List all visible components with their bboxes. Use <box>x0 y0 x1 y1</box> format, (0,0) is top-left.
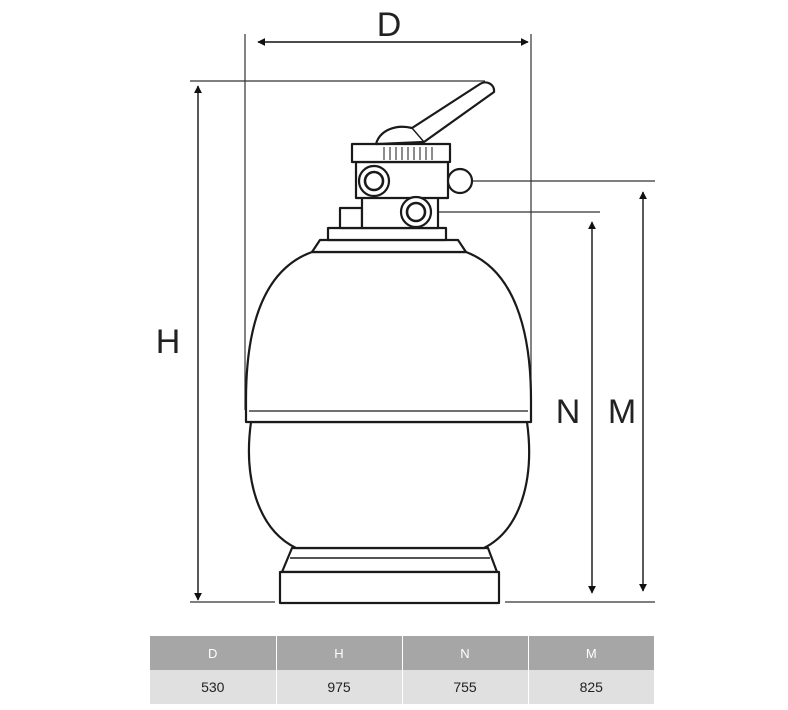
dimension-arrows <box>194 38 647 601</box>
header-cell-h: H <box>276 636 403 670</box>
valve-handle <box>374 81 496 146</box>
extension-lines <box>190 34 655 603</box>
value-cell-d: 530 <box>150 670 277 704</box>
port-low-label: N <box>556 393 581 431</box>
width-label: D <box>377 6 402 44</box>
pressure-gauge <box>446 167 474 195</box>
value-cell-m: 825 <box>528 670 654 704</box>
dimensions-table: D H N M 530 975 755 825 <box>150 636 654 704</box>
port-high-label: M <box>608 393 636 431</box>
sand-filter <box>244 81 533 605</box>
value-cell-n: 755 <box>402 670 529 704</box>
header-cell-d: D <box>150 636 277 670</box>
dimensions-header-row: D H N M <box>150 636 654 670</box>
filter-base <box>278 570 501 605</box>
valve-side-block <box>338 206 364 230</box>
header-cell-m: M <box>528 636 654 670</box>
valve-cap <box>350 142 452 164</box>
valve-handle-joint <box>411 127 425 143</box>
tank-upper <box>244 250 533 424</box>
filter-dimension-diagram: D H N M <box>156 6 655 605</box>
header-cell-n: N <box>402 636 529 670</box>
valve-port-lower-inner <box>405 201 427 223</box>
valve-cap-ribs <box>383 147 433 160</box>
value-cell-h: 975 <box>276 670 403 704</box>
valve-port-upper-inner <box>363 170 385 192</box>
filter-base-top <box>280 546 499 574</box>
valve-mount <box>326 226 448 242</box>
dimensions-value-row: 530 975 755 825 <box>150 670 654 704</box>
tank-lower <box>247 420 531 550</box>
height-label: H <box>156 323 181 361</box>
tank-flange <box>310 238 468 254</box>
